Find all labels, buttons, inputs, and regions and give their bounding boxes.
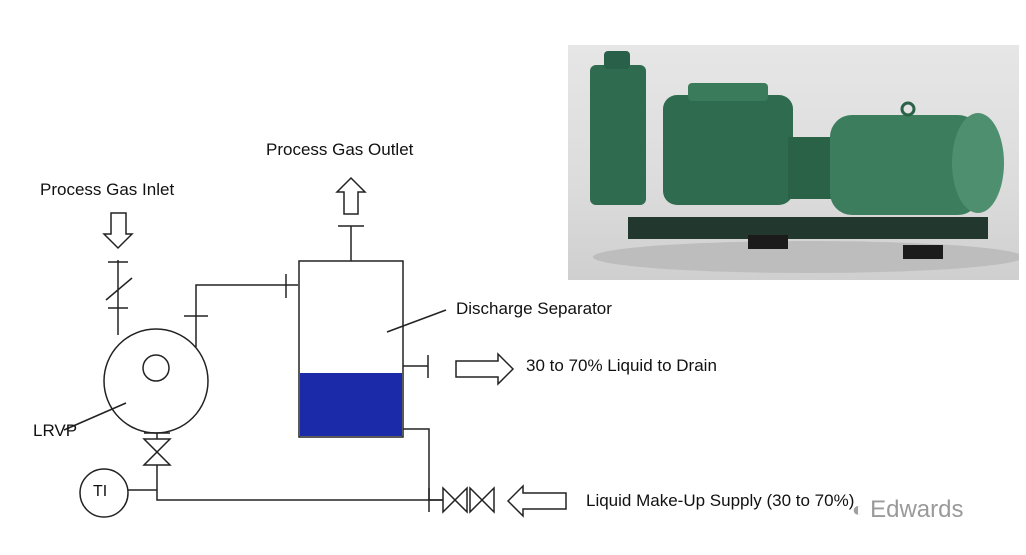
separator-top (604, 51, 630, 69)
lrvp-photo (568, 45, 1019, 280)
watermark-text: Edwards (870, 496, 964, 523)
inlet-check-valve (105, 277, 133, 301)
makeup-valve-1 (442, 486, 468, 514)
makeup-arrow (506, 484, 567, 518)
floor-shadow (593, 241, 1019, 273)
discharge-separator-label: Discharge Separator (456, 299, 612, 318)
pump-body (663, 95, 793, 205)
makeup-valve-2 (469, 486, 495, 514)
process-gas-outlet-label: Process Gas Outlet (266, 140, 414, 159)
base-skid (628, 217, 988, 239)
coupling-guard (788, 137, 836, 199)
separator-tank (590, 65, 646, 205)
seal-water-line (156, 465, 443, 501)
motor-fan-cover (952, 113, 1004, 213)
drain-arrow (455, 352, 515, 386)
lifting-eye (900, 101, 916, 117)
skid-foot-1 (748, 235, 788, 249)
ti-label: TI (93, 483, 108, 500)
skid-foot-2 (903, 245, 943, 259)
motor-body (830, 115, 980, 215)
separator-leader (386, 309, 447, 333)
pump-drain-valve (142, 438, 172, 466)
ti-instrument (79, 468, 129, 518)
pump-package-drawing (590, 51, 1019, 273)
lrvp-impeller (142, 354, 170, 382)
outlet-arrow (335, 176, 367, 215)
watermark: ◐ Edwards (852, 496, 963, 524)
pump-flanges (688, 83, 768, 101)
separator-liquid (300, 373, 402, 436)
wechat-icon: ◐ (852, 498, 865, 521)
liquid-to-drain-label: 30 to 70% Liquid to Drain (526, 356, 717, 375)
liquid-make-up-label: Liquid Make-Up Supply (30 to 70%) (586, 491, 855, 510)
discharge-pipe (195, 284, 298, 347)
return-line (403, 428, 443, 501)
inlet-arrow (102, 212, 134, 250)
lrvp-leader (63, 402, 127, 431)
lrvp-label: LRVP (33, 421, 78, 440)
process-gas-inlet-label: Process Gas Inlet (40, 180, 175, 199)
